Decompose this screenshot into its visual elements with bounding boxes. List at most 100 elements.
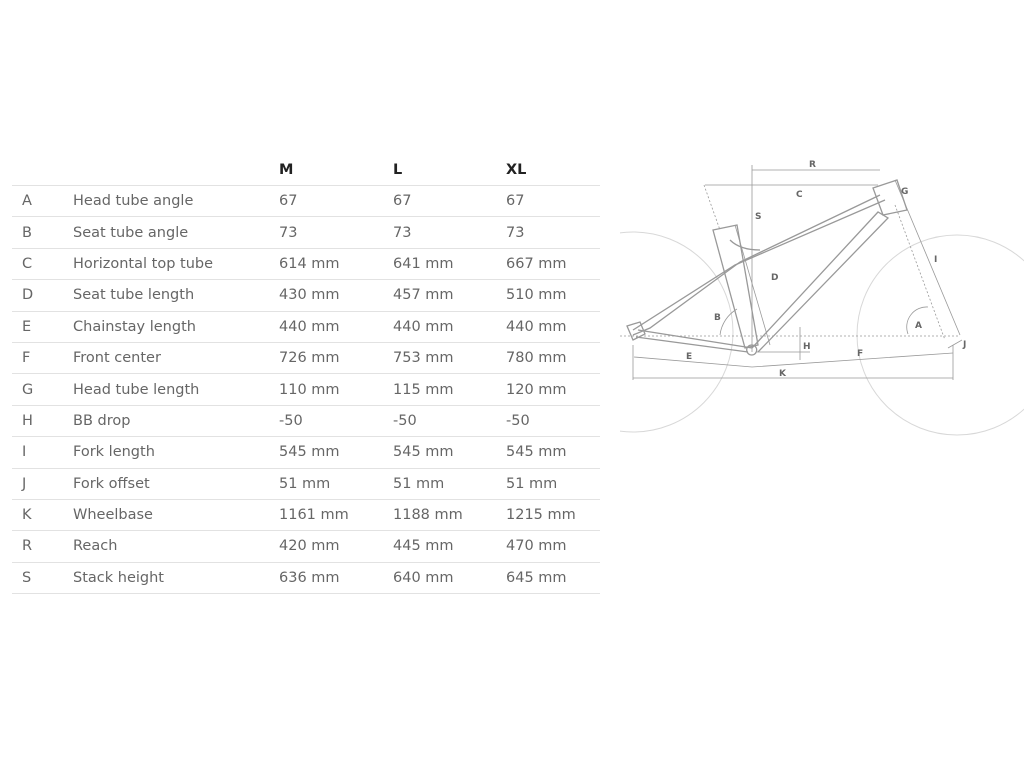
value-l: 440 mm xyxy=(393,310,506,343)
value-l: 640 mm xyxy=(393,561,506,595)
label-G: G xyxy=(901,187,908,197)
value-l: 1188 mm xyxy=(393,498,506,531)
value-l: 73 xyxy=(393,216,506,249)
value-xl: -50 xyxy=(506,404,600,437)
row-label: Reach xyxy=(73,530,279,563)
value-xl: 667 mm xyxy=(506,247,600,280)
row-letter: C xyxy=(12,247,73,280)
label-E: E xyxy=(686,352,692,362)
row-letter: F xyxy=(12,341,73,374)
value-l: 115 mm xyxy=(393,373,506,406)
value-m: 614 mm xyxy=(279,247,393,280)
label-S: S xyxy=(755,212,761,222)
value-l: 753 mm xyxy=(393,341,506,374)
value-xl: 440 mm xyxy=(506,310,600,343)
row-letter: H xyxy=(12,404,73,437)
value-xl: 510 mm xyxy=(506,279,600,312)
header-letter xyxy=(12,155,73,186)
value-m: 1161 mm xyxy=(279,498,393,531)
label-D: D xyxy=(771,273,778,283)
frame xyxy=(626,179,908,356)
dimension-lines xyxy=(620,165,963,380)
row-label: Seat tube length xyxy=(73,279,279,312)
label-I: I xyxy=(934,255,937,265)
row-letter: I xyxy=(12,436,73,469)
row-letter: K xyxy=(12,498,73,531)
header-size-xl: XL xyxy=(506,162,527,178)
value-l: 641 mm xyxy=(393,247,506,280)
label-J: J xyxy=(962,340,966,350)
value-m: 636 mm xyxy=(279,561,393,595)
value-xl: 73 xyxy=(506,216,600,249)
row-letter: A xyxy=(12,184,73,217)
value-m: 726 mm xyxy=(279,341,393,374)
value-xl: 1215 mm xyxy=(506,498,600,531)
value-m: 51 mm xyxy=(279,467,393,500)
value-xl: 470 mm xyxy=(506,530,600,563)
row-letter: R xyxy=(12,530,73,563)
rear-wheel xyxy=(620,231,734,433)
value-xl: 780 mm xyxy=(506,341,600,374)
row-letter: E xyxy=(12,310,73,343)
value-m: 73 xyxy=(279,216,393,249)
row-label: Wheelbase xyxy=(73,498,279,531)
value-xl: 545 mm xyxy=(506,436,600,469)
value-m: 430 mm xyxy=(279,279,393,312)
value-l: 457 mm xyxy=(393,279,506,312)
label-H: H xyxy=(803,342,811,352)
header-label xyxy=(73,155,279,186)
label-A: A xyxy=(915,321,922,331)
row-label: Horizontal top tube xyxy=(73,247,279,280)
value-l: 445 mm xyxy=(393,530,506,563)
row-label: Chainstay length xyxy=(73,310,279,343)
row-label: BB drop xyxy=(73,404,279,437)
header-size-l: L xyxy=(393,162,403,178)
value-m: -50 xyxy=(279,404,393,437)
row-letter: G xyxy=(12,373,73,406)
value-m: 420 mm xyxy=(279,530,393,563)
row-label: Head tube angle xyxy=(73,184,279,217)
label-K: K xyxy=(779,369,787,379)
value-m: 110 mm xyxy=(279,373,393,406)
value-m: 545 mm xyxy=(279,436,393,469)
row-label: Fork length xyxy=(73,436,279,469)
dimension-labels: R C S G I D B A H J E F K xyxy=(686,160,966,379)
value-m: 440 mm xyxy=(279,310,393,343)
value-xl: 645 mm xyxy=(506,561,600,595)
value-xl: 67 xyxy=(506,184,600,217)
table-header: M L XL xyxy=(12,155,600,186)
row-label: Seat tube angle xyxy=(73,216,279,249)
label-C: C xyxy=(796,190,803,200)
value-xl: 51 mm xyxy=(506,467,600,500)
bike-geometry-diagram: R C S G I D B A H J E F K xyxy=(620,160,1024,436)
label-R: R xyxy=(809,160,816,170)
row-label: Front center xyxy=(73,341,279,374)
row-letter: B xyxy=(12,216,73,249)
row-letter: D xyxy=(12,279,73,312)
label-B: B xyxy=(714,313,721,323)
value-m: 67 xyxy=(279,184,393,217)
row-label: Stack height xyxy=(73,561,279,595)
header-size-m: M xyxy=(279,162,294,178)
row-label: Head tube length xyxy=(73,373,279,406)
front-wheel xyxy=(856,234,1024,436)
value-l: -50 xyxy=(393,404,506,437)
row-letter: S xyxy=(12,561,73,595)
value-l: 545 mm xyxy=(393,436,506,469)
label-F: F xyxy=(857,349,863,359)
value-l: 67 xyxy=(393,184,506,217)
row-label: Fork offset xyxy=(73,467,279,500)
value-xl: 120 mm xyxy=(506,373,600,406)
